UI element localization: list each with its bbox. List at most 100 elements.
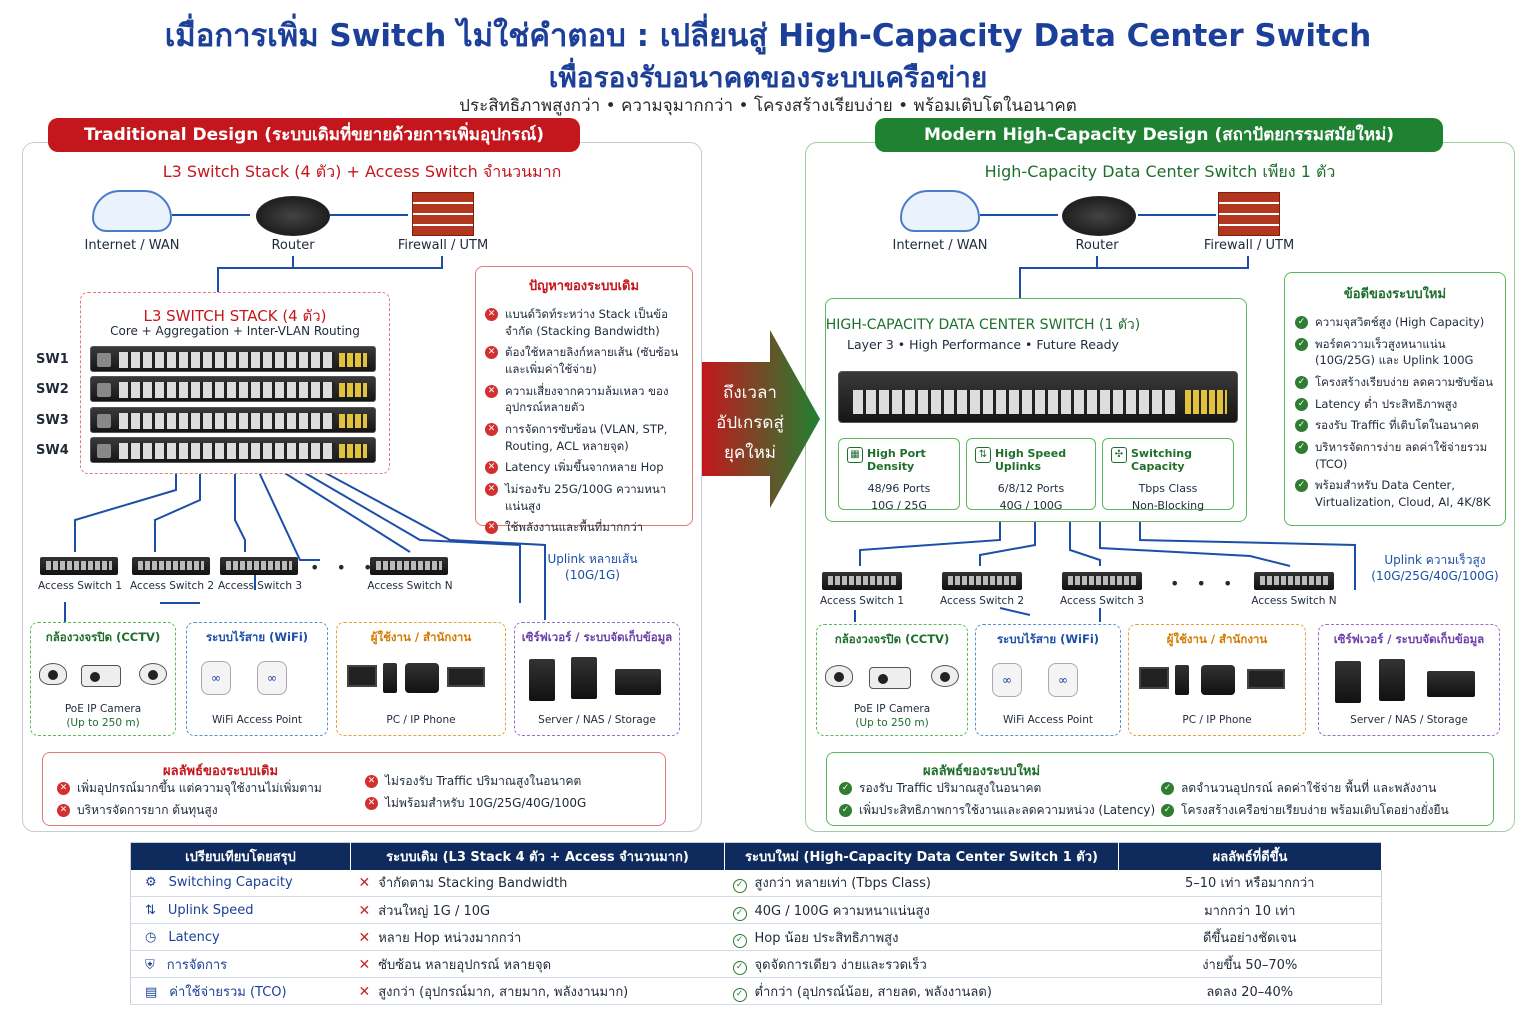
x-icon: ✕ bbox=[365, 797, 378, 811]
x-icon: ✕ bbox=[358, 875, 371, 892]
page-subtitle: ประสิทธิภาพสูงกว่า • ความจุมากกว่า • โคร… bbox=[459, 96, 1077, 116]
x-icon: ✕ bbox=[365, 775, 378, 788]
uplink-label: Uplink ความเร็วสูง (10G/25G/40G/100G) bbox=[1371, 553, 1499, 584]
stack-switch-3 bbox=[90, 407, 376, 433]
pc-tower-icon bbox=[383, 663, 397, 693]
core-title: HIGH-CAPACITY DATA CENTER SWITCH (1 ตัว) bbox=[825, 317, 1141, 333]
x-icon: ✕ bbox=[485, 423, 498, 437]
bullet-camera-icon bbox=[81, 665, 121, 687]
stack-switch-4 bbox=[90, 437, 376, 463]
ptz-camera-icon bbox=[931, 665, 959, 687]
card-uplinks: ⇅ High Speed Uplinks 6/8/12 Ports 40G / … bbox=[966, 438, 1096, 512]
table-row: ▤ค่าใช้จ่ายรวม (TCO) ✕สูงกว่า (อุปกรณ์มา… bbox=[130, 977, 1382, 1005]
cloud-icon bbox=[900, 190, 980, 232]
x-icon: ✕ bbox=[485, 346, 498, 360]
problem-item: ✕การจัดการซับซ้อน (VLAN, STP, Routing, A… bbox=[485, 421, 686, 454]
advantage-item: ✓Latency ต่ำ ประสิทธิภาพสูง bbox=[1295, 396, 1499, 413]
stack-title: L3 SWITCH STACK (4 ตัว) bbox=[143, 307, 327, 325]
advantages-box: ข้อดีของระบบใหม่ ✓ความจุสวิตช์สูง (High … bbox=[1284, 272, 1506, 526]
wifi-group: ระบบไร้สาย (WiFi) WiFi Access Point bbox=[975, 624, 1121, 736]
advantages-title: ข้อดีของระบบใหม่ bbox=[1343, 287, 1447, 302]
capacity-icon: ✣ bbox=[1111, 447, 1127, 463]
x-icon: ✕ bbox=[485, 461, 498, 475]
internet-label: Internet / WAN bbox=[84, 238, 180, 253]
access-switch-icon bbox=[220, 557, 298, 575]
card-switching-capacity: ✣ Switching Capacity Tbps Class Non-Bloc… bbox=[1102, 438, 1234, 512]
stack-switch-2 bbox=[90, 376, 376, 402]
check-icon: ✓ bbox=[1295, 316, 1308, 329]
problems-title: ปัญหาของระบบเดิม bbox=[528, 279, 640, 294]
x-icon: ✕ bbox=[57, 804, 70, 818]
x-icon: ✕ bbox=[358, 902, 371, 919]
advantage-item: ✓โครงสร้างเรียบง่าย ลดความซับซ้อน bbox=[1295, 374, 1499, 391]
clock-icon: ◷ bbox=[145, 929, 157, 945]
old-results-box: ผลลัพธ์ของระบบเดิม ✕เพิ่มอุปกรณ์มากขึ้น … bbox=[42, 752, 666, 826]
access-switch-icon bbox=[822, 572, 902, 590]
pc-icon bbox=[347, 665, 377, 687]
problems-box: ปัญหาของระบบเดิม ✕แบนด์วิดท์ระหว่าง Stac… bbox=[475, 266, 693, 535]
dome-camera-icon bbox=[39, 663, 67, 685]
x-icon: ✕ bbox=[57, 782, 70, 795]
new-results-title: ผลลัพธ์ของระบบใหม่ bbox=[923, 764, 1041, 779]
check-icon: ✓ bbox=[732, 987, 747, 1002]
laptop-icon bbox=[1247, 669, 1285, 689]
table-header-row: เปรียบเทียบโดยสรุป ระบบเดิม (L3 Stack 4 … bbox=[130, 842, 1382, 870]
access-switch-label: Access Switch 3 bbox=[217, 580, 302, 592]
page-title: เมื่อการเพิ่ม Switch ไม่ใช่คำตอบ : เปลี่… bbox=[164, 18, 1372, 54]
server-icon bbox=[1335, 661, 1361, 703]
check-icon: ✓ bbox=[732, 879, 747, 894]
access-switch-label: Access Switch N bbox=[367, 580, 453, 592]
x-icon: ✕ bbox=[358, 983, 371, 1000]
wifi-ap-icon bbox=[1048, 663, 1078, 697]
stack-subtitle: Core + Aggregation + Inter-VLAN Routing bbox=[110, 324, 360, 338]
ellipsis: • • • bbox=[310, 558, 379, 577]
sw2-label: SW2 bbox=[36, 382, 69, 397]
check-icon: ✓ bbox=[732, 906, 747, 921]
upgrade-text: ถึงเวลา อัปเกรดสู่ ยุคใหม่ bbox=[716, 383, 784, 463]
access-switch-label: Access Switch 3 bbox=[1059, 595, 1144, 607]
x-icon: ✕ bbox=[485, 308, 498, 321]
access-switch-icon bbox=[942, 572, 1022, 590]
shield-icon: ⛨ bbox=[145, 957, 155, 973]
access-switch-label: Access Switch 1 bbox=[37, 580, 122, 592]
access-switch-icon bbox=[1254, 572, 1334, 590]
calculator-icon: ▤ bbox=[145, 984, 158, 1000]
x-icon: ✕ bbox=[485, 483, 498, 497]
problem-item: ✕ต้องใช้หลายลิงก์หลายเส้น (ซับซ้อนและเพิ… bbox=[485, 344, 686, 377]
check-icon: ✓ bbox=[1295, 397, 1308, 411]
firewall-icon bbox=[1218, 192, 1280, 236]
comparison-table: เปรียบเทียบโดยสรุป ระบบเดิม (L3 Stack 4 … bbox=[130, 842, 1382, 1005]
router-label: Router bbox=[271, 238, 315, 253]
access-switch-icon bbox=[40, 557, 118, 575]
traditional-banner: Traditional Design (ระบบเดิมที่ขยายด้วยก… bbox=[48, 118, 580, 152]
ip-phone-icon bbox=[1201, 665, 1235, 695]
advantage-item: ✓รองรับ Traffic ที่เติบโตในอนาคต bbox=[1295, 417, 1499, 434]
table-row: ◷Latency ✕หลาย Hop หน่วงมากกว่า ✓Hop น้อ… bbox=[130, 923, 1382, 951]
nas-icon bbox=[571, 657, 597, 699]
problem-item: ✕ใช้พลังงานและพื้นที่มากกว่า bbox=[485, 519, 686, 536]
advantage-item: ✓บริหารจัดการง่าย ลดค่าใช้จ่ายรวม (TCO) bbox=[1295, 439, 1499, 472]
pc-tower-icon bbox=[1175, 665, 1189, 695]
advantage-item: ✓ความจุสวิตช์สูง (High Capacity) bbox=[1295, 314, 1499, 331]
check-icon: ✓ bbox=[839, 782, 852, 795]
cctv-group: กล้องวงจรปิด (CCTV) PoE IP Camera (Up to… bbox=[816, 624, 968, 736]
firewall-label: Firewall / UTM bbox=[1203, 238, 1295, 253]
cloud-icon bbox=[92, 190, 172, 232]
problem-item: ✕ความเสี่ยงจากความล้มเหลว ของอุปกรณ์หลาย… bbox=[485, 383, 686, 416]
modern-banner: Modern High-Capacity Design (สถาปัตยกรรม… bbox=[875, 118, 1443, 152]
uplink-icon: ⇅ bbox=[145, 902, 156, 918]
check-icon: ✓ bbox=[839, 804, 852, 818]
access-switch-label: Access Switch 2 bbox=[129, 580, 214, 592]
page-title-line2: เพื่อรองรับอนาคตของระบบเครือข่าย bbox=[548, 61, 988, 94]
check-icon: ✓ bbox=[1295, 441, 1308, 455]
wifi-ap-icon bbox=[257, 661, 287, 695]
cctv-group: กล้องวงจรปิด (CCTV) PoE IP Camera (Up to… bbox=[30, 622, 176, 736]
new-results-box: ผลลัพธ์ของระบบใหม่ ✓รองรับ Traffic ปริมา… bbox=[826, 752, 1494, 826]
check-icon: ✓ bbox=[1295, 376, 1308, 390]
advantage-item: ✓พอร์ตความเร็วสูงหนาแน่น (10G/25G) และ U… bbox=[1295, 336, 1499, 369]
uplink-label: Uplink หลายเส้น (10G/1G) bbox=[547, 552, 638, 583]
capacity-icon: ⚙ bbox=[145, 875, 157, 891]
office-group: ผู้ใช้งาน / สำนักงาน PC / IP Phone bbox=[1128, 624, 1306, 736]
check-icon: ✓ bbox=[1295, 419, 1308, 433]
